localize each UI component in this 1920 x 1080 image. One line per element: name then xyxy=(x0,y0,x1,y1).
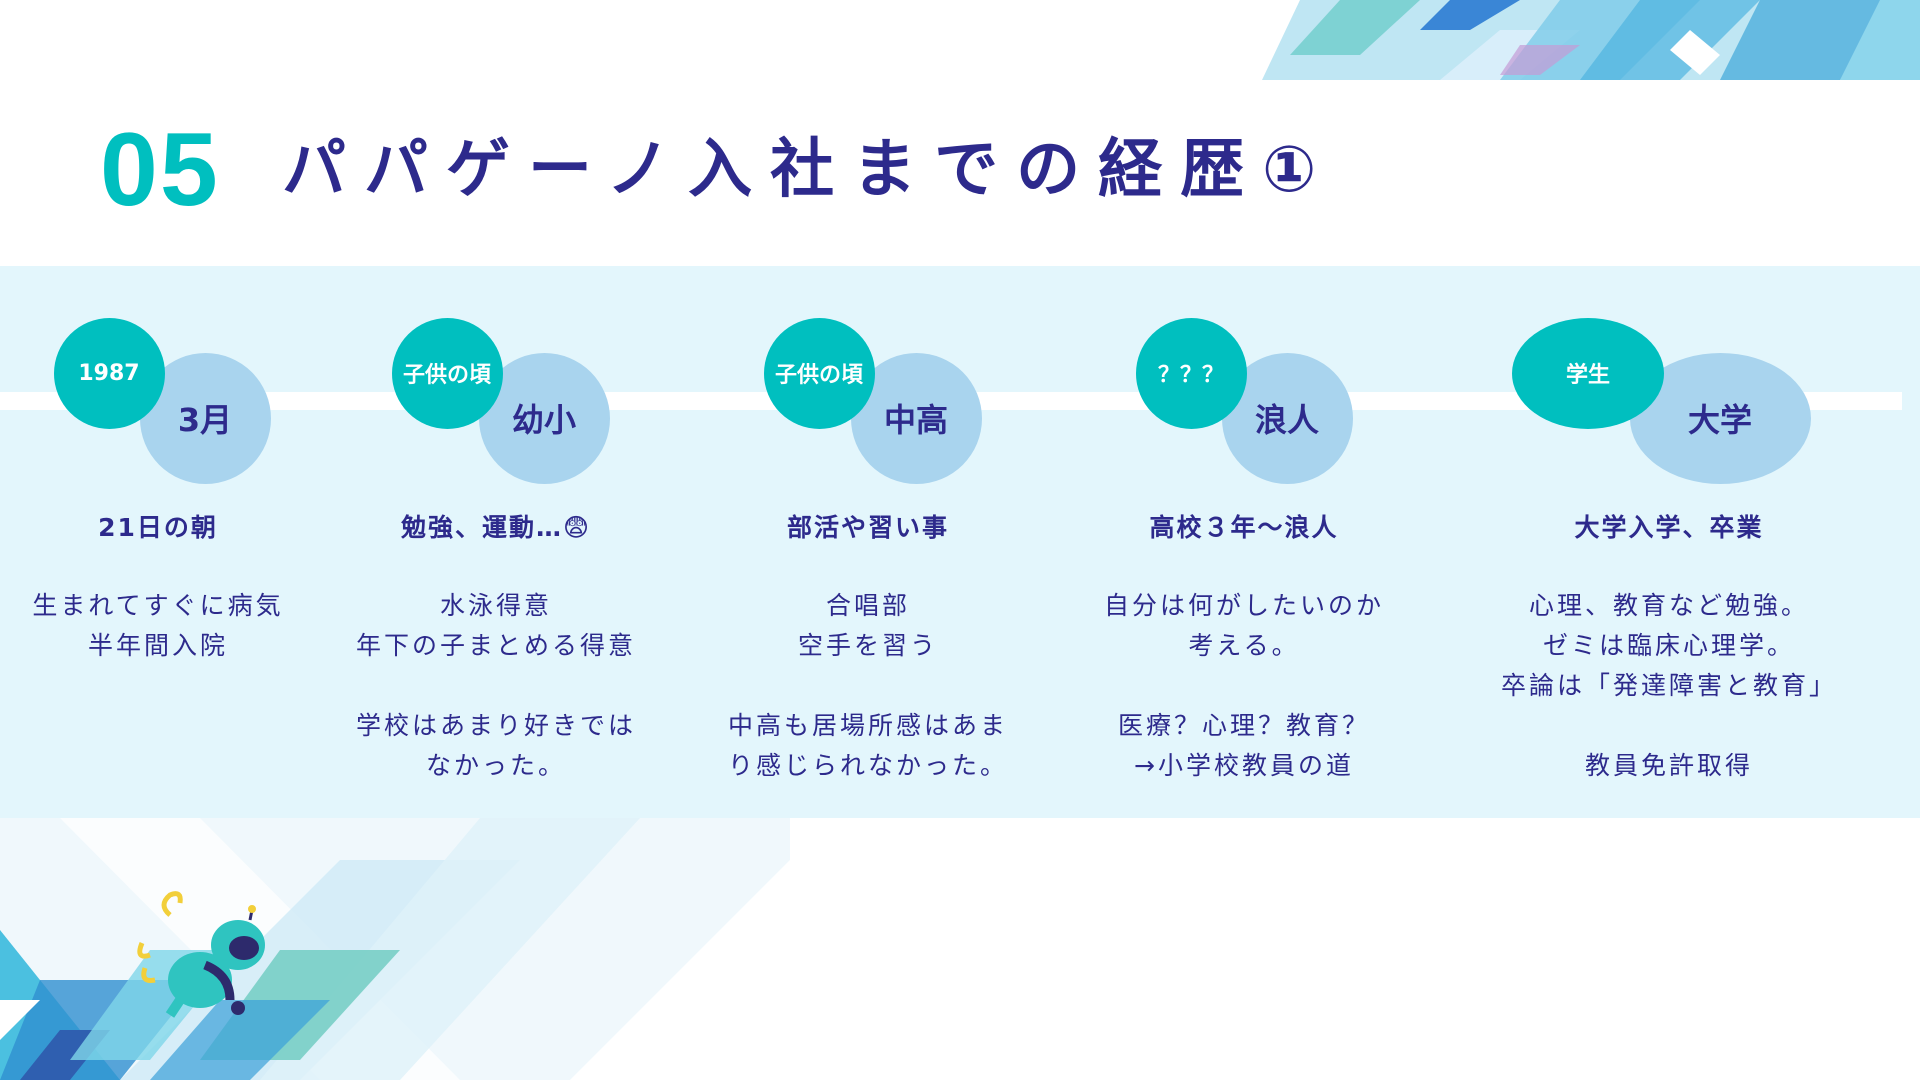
description-line: 合唱部 xyxy=(825,591,910,620)
description-line xyxy=(1054,666,1434,706)
badge-circle: 子供の頃 xyxy=(391,317,503,429)
badge-circle: ？？？ xyxy=(1135,317,1247,429)
description-line: 中高も居場所感はあま xyxy=(727,711,1008,740)
description-line: 教員免許取得 xyxy=(1584,751,1753,780)
entry-description: 水泳得意年下の子まとめる得意学校はあまり好きではなかった。 xyxy=(306,586,686,786)
description-line: 学校はあまり好きでは xyxy=(355,711,636,740)
description-line: 年下の子まとめる得意 xyxy=(355,631,636,660)
description-line: り感じられなかった。 xyxy=(727,751,1008,780)
entry-heading: 大学入学、卒業 xyxy=(1574,513,1764,542)
description-line: 半年間入院 xyxy=(87,631,228,660)
description-line: 自分は何がしたいのか xyxy=(1103,591,1384,620)
entry-heading: 部活や習い事 xyxy=(786,513,949,542)
entry-heading: 勉強、運動…😨 xyxy=(400,513,592,542)
description-line: 卒論は「発達障害と教育」 xyxy=(1500,671,1837,700)
entry-description: 心理、教育など勉強。ゼミは臨床心理学。卒論は「発達障害と教育」教員免許取得 xyxy=(1479,586,1859,786)
badge-circle: 1987 xyxy=(53,317,165,429)
entry-description: 自分は何がしたいのか考える。医療？心理？教育？ →小学校教員の道 xyxy=(1054,586,1434,786)
entry-description: 合唱部空手を習う中高も居場所感はあまり感じられなかった。 xyxy=(678,586,1058,786)
description-line: 医療？心理？教育？ xyxy=(1117,711,1370,740)
description-line: ゼミは臨床心理学。 xyxy=(1542,631,1795,660)
section-number: 05 xyxy=(100,112,220,228)
description-line: なかった。 xyxy=(425,751,566,780)
description-line xyxy=(1479,706,1859,746)
description-line: 考える。 xyxy=(1188,631,1300,660)
badge-circle: 子供の頃 xyxy=(763,317,875,429)
description-line xyxy=(306,666,686,706)
badge-circle: 学生 xyxy=(1512,317,1664,429)
description-line: 心理、教育など勉強。 xyxy=(1528,591,1809,620)
description-line: →小学校教員の道 xyxy=(1134,751,1354,780)
entry-heading: 高校３年〜浪人 xyxy=(1149,513,1339,542)
description-line: 水泳得意 xyxy=(439,591,552,620)
entry-description: 生まれてすぐに病気半年間入院 xyxy=(0,586,348,666)
entry-heading: 21日の朝 xyxy=(98,513,218,542)
description-line: 生まれてすぐに病気 xyxy=(32,591,284,620)
description-line: 空手を習う xyxy=(797,631,938,660)
page-title: パパゲーノ入社までの経歴① xyxy=(282,133,1335,207)
description-line xyxy=(678,666,1058,706)
